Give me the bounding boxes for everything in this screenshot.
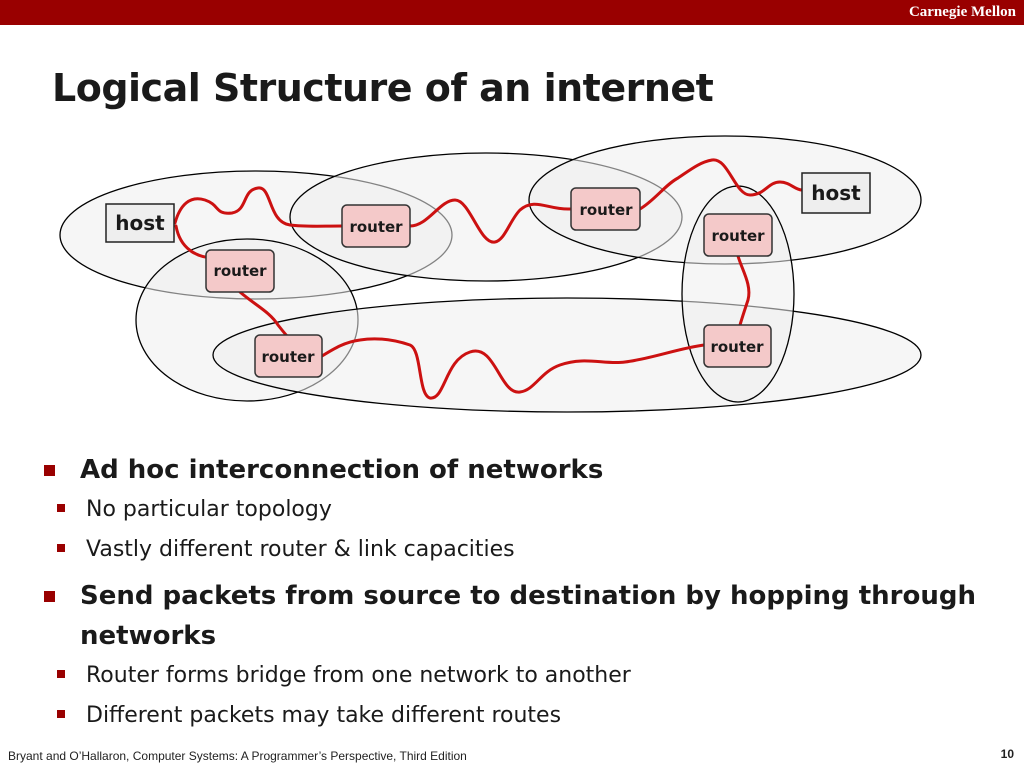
page-number: 10: [1000, 747, 1014, 761]
sub-bullet-item: No particular topology: [40, 490, 1000, 530]
bullet-item: Ad hoc interconnection of networks: [40, 450, 1000, 490]
slide-title: Logical Structure of an internet: [52, 66, 714, 110]
bullet-text: Send packets from source to destination …: [80, 581, 976, 651]
router-c: router: [570, 187, 641, 231]
sub-bullet-item: Vastly different router & link capacitie…: [40, 530, 1000, 570]
internet-diagram: host host router router router router ro…: [59, 135, 922, 413]
sub-bullet-item: Router forms bridge from one network to …: [40, 656, 1000, 696]
brand-label: Carnegie Mellon: [908, 4, 1016, 20]
sub-bullet-marker: [57, 544, 65, 552]
sub-bullet-marker: [57, 670, 65, 678]
sub-bullet-marker: [57, 504, 65, 512]
host-left: host: [105, 203, 175, 243]
bullet-marker: [44, 465, 55, 476]
link-router-d-router-f: [320, 337, 706, 400]
host-left-label: host: [115, 211, 165, 235]
sub-bullet-item: Different packets may take different rou…: [40, 696, 1000, 736]
sub-bullet-text: Router forms bridge from one network to …: [86, 663, 631, 688]
router-e-label: router: [711, 227, 765, 245]
sub-bullet-group: Router forms bridge from one network to …: [40, 656, 1000, 736]
router-f-label: router: [710, 338, 764, 356]
link-router-e-router-f: [736, 254, 751, 327]
header-bar: Carnegie Mellon: [0, 0, 1024, 25]
sub-bullet-marker: [57, 710, 65, 718]
router-d: router: [254, 334, 323, 378]
host-right-label: host: [811, 181, 861, 205]
router-b-label: router: [213, 262, 267, 280]
router-f: router: [703, 324, 772, 368]
sub-bullet-text: No particular topology: [86, 497, 332, 522]
bullet-list: Ad hoc interconnection of networks No pa…: [40, 450, 1000, 742]
router-a-label: router: [349, 218, 403, 236]
bullet-text: Ad hoc interconnection of networks: [80, 455, 604, 485]
router-a: router: [341, 204, 411, 248]
sub-bullet-group: No particular topology Vastly different …: [40, 490, 1000, 570]
sub-bullet-text: Different packets may take different rou…: [86, 703, 562, 728]
footer-citation: Bryant and O’Hallaron, Computer Systems:…: [8, 749, 467, 763]
router-e: router: [703, 213, 773, 257]
router-c-label: router: [579, 201, 633, 219]
router-d-label: router: [261, 348, 315, 366]
bullet-item: Send packets from source to destination …: [40, 576, 1000, 656]
router-b: router: [205, 249, 275, 293]
link-router-c-host-right: [638, 158, 804, 211]
bullet-marker: [44, 591, 55, 602]
sub-bullet-text: Vastly different router & link capacitie…: [86, 537, 515, 562]
link-router-b-router-d: [238, 290, 290, 339]
host-right: host: [801, 172, 871, 214]
link-router-a-router-c: [408, 198, 572, 244]
link-host-left-router-a: [173, 186, 344, 228]
